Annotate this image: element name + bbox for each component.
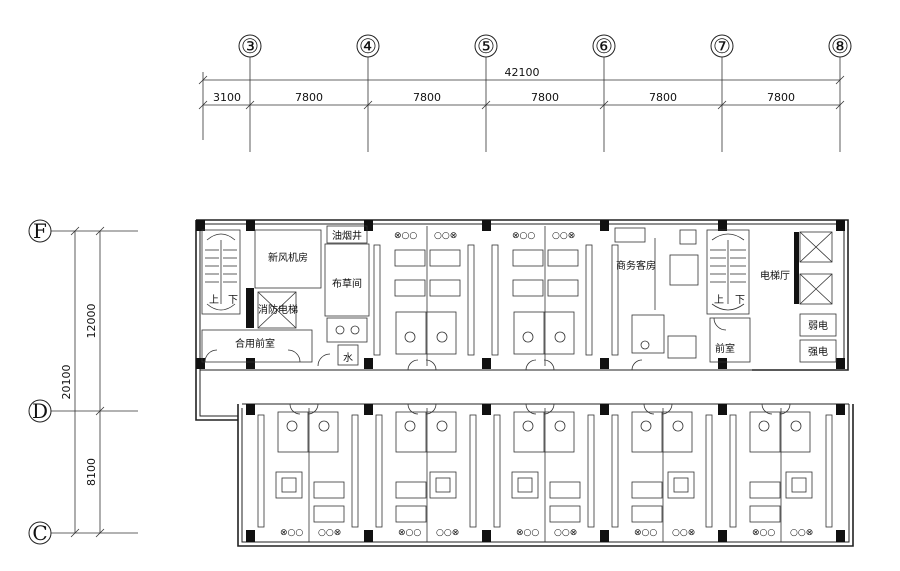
west-service-core: 上 下 新风机房 消防电梯 合用前室 油烟井 布草间 水	[201, 225, 370, 367]
grid-bubble-C: C	[28, 521, 52, 545]
south-room-pair-5: ⊗○○ ○○⊗	[729, 408, 833, 542]
top-dimension-system: ③ ④ ⑤ ⑥ ⑦ ⑧	[198, 34, 852, 152]
dim-depth-segment-1: 12000	[85, 304, 98, 339]
decor-chairs: ○○⊗	[434, 231, 457, 241]
building-outline	[195, 219, 854, 547]
dim-segment-3: 7800	[413, 91, 441, 104]
room-business-suite: 商务客房	[616, 259, 656, 272]
room-smoke-shaft: 油烟井	[332, 229, 362, 242]
room-weak-current: 弱电	[808, 319, 828, 332]
grid-label-8: ⑧	[831, 34, 849, 58]
room-front-room: 前室	[715, 342, 735, 355]
decor-chairs: ○○⊗	[436, 528, 459, 538]
decor-chairs: ⊗○○	[634, 528, 657, 538]
decor-chairs: ○○⊗	[554, 528, 577, 538]
decor-chairs: ○○⊗	[672, 528, 695, 538]
grid-bubble-4: ④	[356, 34, 380, 58]
room-fresh-air: 新风机房	[268, 251, 308, 264]
room-linen: 布草间	[332, 277, 362, 290]
grid-label-D: D	[32, 399, 48, 423]
left-dimension-system: F D C 20100 12000 8100	[28, 219, 138, 545]
grid-label-3: ③	[241, 34, 259, 58]
stair-up-label-west: 上	[209, 294, 219, 306]
grid-label-6: ⑥	[595, 34, 613, 58]
dim-segment-2: 7800	[295, 91, 323, 104]
decor-chairs: ⊗○○	[280, 528, 303, 538]
south-room-pair-2: ⊗○○ ○○⊗	[375, 408, 477, 542]
decor-chairs: ⊗○○	[516, 528, 539, 538]
decor-chairs: ⊗○○	[752, 528, 775, 538]
dim-segment-1: 3100	[213, 91, 241, 104]
grid-bubble-8: ⑧	[828, 34, 852, 58]
grid-bubble-3: ③	[238, 34, 262, 58]
decor-chairs: ○○⊗	[790, 528, 813, 538]
grid-label-7: ⑦	[713, 34, 731, 58]
south-guest-rooms: ⊗○○ ○○⊗ ⊗○○ ○○⊗	[257, 408, 833, 542]
stair-down-label-east: 下	[735, 295, 745, 306]
grid-label-4: ④	[359, 34, 377, 58]
grid-label-C: C	[32, 521, 47, 545]
grid-label-5: ⑤	[477, 34, 495, 58]
grid-bubble-7: ⑦	[710, 34, 734, 58]
room-elevator-hall: 电梯厅	[760, 269, 790, 282]
dim-depth-segment-2: 8100	[85, 458, 98, 486]
dim-segment-6: 7800	[767, 91, 795, 104]
north-guest-rooms: ⊗○○ ○○⊗ ⊗○○ ○○⊗	[373, 226, 699, 366]
grid-bubble-5: ⑤	[474, 34, 498, 58]
grid-label-F: F	[33, 219, 47, 243]
room-shared-lobby: 合用前室	[235, 337, 275, 350]
decor-chairs: ○○⊗	[318, 528, 341, 538]
structural-columns	[196, 220, 845, 542]
north-room-pair-b: ⊗○○ ○○⊗	[491, 226, 593, 366]
decor-chairs: ○○⊗	[552, 231, 575, 241]
dim-segment-4: 7800	[531, 91, 559, 104]
south-room-pair-1: ⊗○○ ○○⊗	[257, 408, 359, 542]
stair-up-label-east: 上	[714, 294, 724, 306]
north-room-pair-a: ⊗○○ ○○⊗	[373, 226, 475, 366]
south-room-pair-4: ⊗○○ ○○⊗	[611, 408, 713, 542]
room-water: 水	[343, 352, 353, 364]
grid-bubble-F: F	[28, 219, 52, 243]
grid-bubble-D: D	[28, 399, 52, 423]
corridor-doors	[289, 359, 791, 415]
business-suite: 商务客房	[611, 227, 699, 359]
decor-chairs: ⊗○○	[398, 528, 421, 538]
room-strong-current: 强电	[808, 345, 828, 358]
stair-down-label-west: 下	[228, 295, 238, 306]
room-fire-elevator: 消防电梯	[258, 303, 298, 316]
east-service-core: 上 下 前室 电梯厅 弱电 强电	[706, 229, 837, 363]
decor-chairs: ⊗○○	[394, 231, 417, 241]
south-room-pair-3: ⊗○○ ○○⊗	[493, 408, 595, 542]
dim-total-depth: 20100	[60, 365, 73, 400]
grid-bubble-6: ⑥	[592, 34, 616, 58]
decor-chairs: ⊗○○	[512, 231, 535, 241]
dim-segment-5: 7800	[649, 91, 677, 104]
dim-total-width: 42100	[505, 66, 540, 79]
